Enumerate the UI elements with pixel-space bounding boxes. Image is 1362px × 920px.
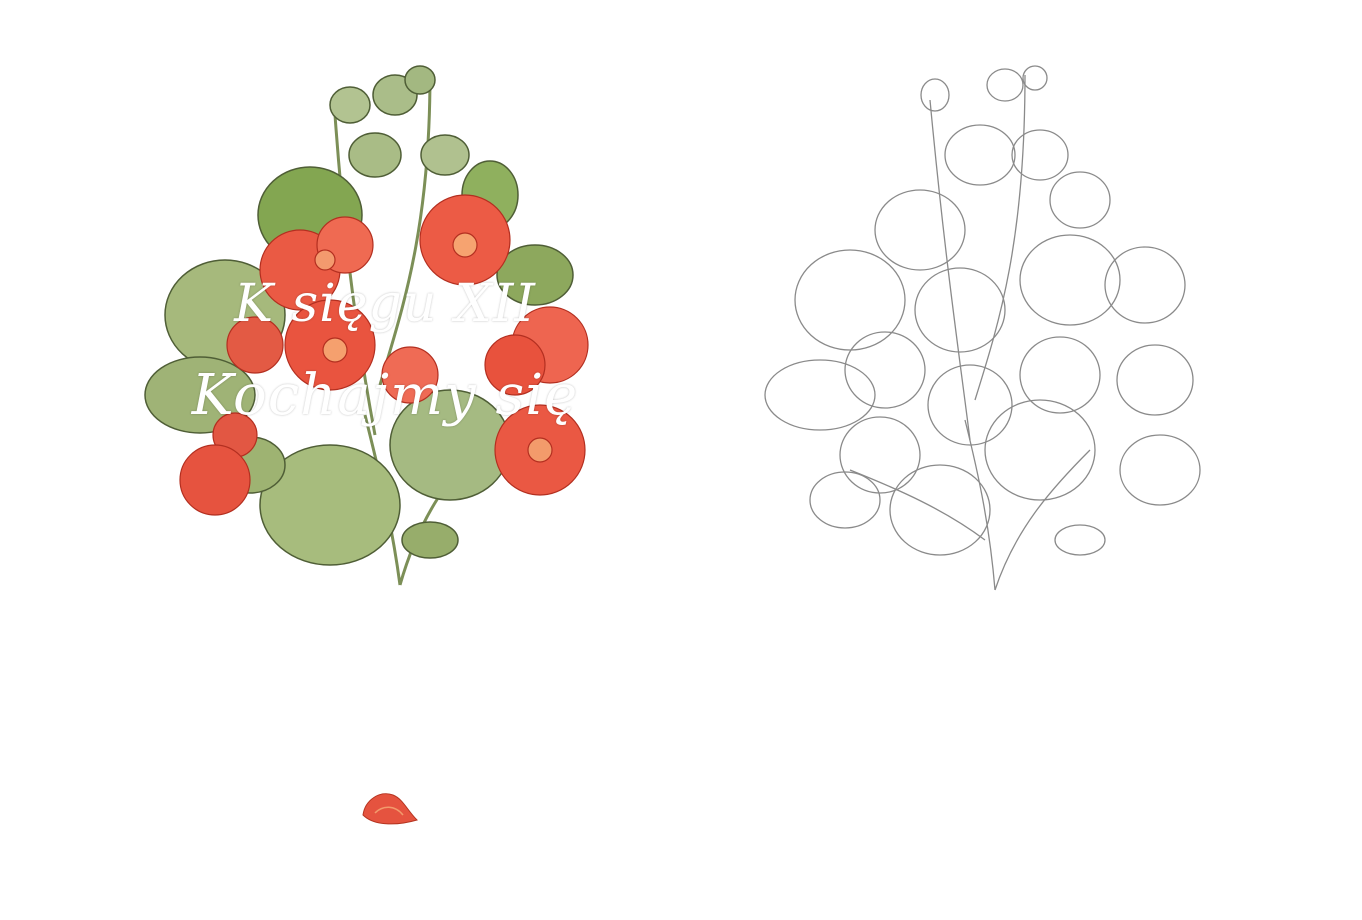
overlay-title-line-1: K sięgu XII xyxy=(234,274,536,334)
nasturtium-line-art xyxy=(764,65,1201,591)
flowers xyxy=(179,194,589,516)
fallen-petal xyxy=(362,793,418,825)
nasturtium-colored-illustration xyxy=(144,65,589,586)
overlay-title-line-2: Kochajmy się xyxy=(191,363,579,428)
